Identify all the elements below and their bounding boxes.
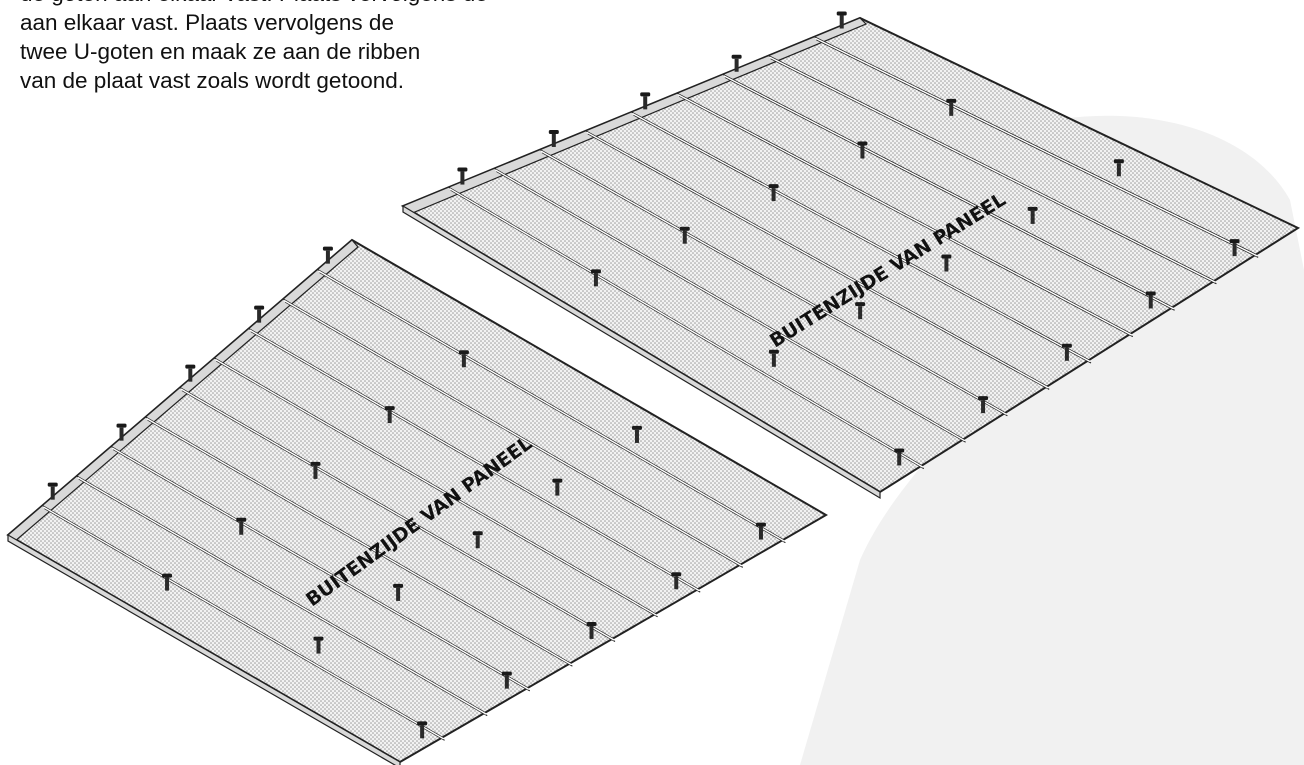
panel-rib [768, 55, 1217, 285]
screw-icon [1113, 159, 1124, 177]
screw-icon [313, 636, 324, 654]
panel-rib [282, 298, 744, 568]
screw-icon [384, 406, 395, 424]
right-panel-front-edge [402, 204, 881, 500]
screw-icon [768, 184, 779, 202]
instruction-line-partial: de goten aan elkaar vast. Plaats vervolg… [20, 0, 488, 8]
screw-icon [552, 478, 563, 496]
screw-icon [501, 671, 512, 689]
screw-icon [417, 721, 428, 739]
screw-icon [185, 364, 196, 382]
screw-icon [671, 572, 682, 590]
panel-rib [585, 130, 1050, 390]
screw-icon [1229, 239, 1240, 257]
panel-rib [110, 446, 531, 692]
screw-icon [631, 425, 642, 443]
screw-icon [548, 129, 559, 147]
panel-rib [214, 357, 658, 618]
panel-rib [317, 269, 786, 544]
screw-icon [254, 305, 265, 323]
screw-icon [1145, 291, 1156, 309]
panel-rib [145, 416, 573, 667]
screw-icon [322, 246, 333, 264]
panel-rib [494, 167, 966, 443]
screw-icon [731, 54, 742, 72]
screw-icon [116, 423, 127, 441]
right-panel-screws [457, 11, 1240, 466]
panel-rib [248, 328, 701, 593]
screw-icon [47, 482, 58, 500]
screw-icon [857, 141, 868, 159]
screw-icon [236, 517, 247, 535]
screw-icon [162, 573, 173, 591]
screw-icon [946, 98, 957, 116]
screw-icon [894, 448, 905, 466]
screw-icon [590, 269, 601, 287]
panel-rib [76, 475, 488, 717]
screw-icon [393, 583, 404, 601]
screw-icon [1027, 206, 1038, 224]
right-panel: BUITENZIJDE VAN PANEEL [400, 11, 1301, 500]
screw-icon [978, 396, 989, 414]
screw-icon [679, 226, 690, 244]
panel-rib [814, 36, 1259, 258]
panel-rib [676, 92, 1134, 338]
panel-rib [722, 73, 1175, 311]
screw-icon [855, 302, 866, 320]
screw-icon [586, 621, 597, 639]
screw-icon [640, 92, 651, 110]
panel-rib [179, 387, 616, 642]
instruction-line-3: van de plaat vast zoals wordt getoond. [20, 68, 404, 93]
screw-icon [768, 349, 779, 367]
instruction-line-1: aan elkaar vast. Plaats vervolgens de [20, 10, 394, 35]
screw-icon [1061, 343, 1072, 361]
right-panel-ribs [448, 36, 1259, 470]
screw-icon [458, 350, 469, 368]
panel-rib [539, 149, 1008, 417]
screw-icon [310, 461, 321, 479]
panel-rib [631, 111, 1092, 364]
screw-icon [472, 531, 483, 549]
instruction-line-2: twee U-goten en maak ze aan de ribben [20, 39, 421, 64]
left-panel-ribs [42, 269, 786, 741]
screw-icon [836, 11, 847, 29]
left-panel: BUITENZIJDE VAN PANEEL [6, 238, 828, 765]
screw-icon [755, 522, 766, 540]
screw-icon [941, 254, 952, 272]
assembly-instructions: de goten aan elkaar vast. Plaats vervolg… [20, 0, 488, 95]
left-panel-front-edge [7, 533, 401, 765]
left-panel-screws [47, 246, 766, 739]
panel-rib [448, 186, 925, 470]
screw-icon [457, 167, 468, 185]
panel-rib [42, 505, 445, 741]
